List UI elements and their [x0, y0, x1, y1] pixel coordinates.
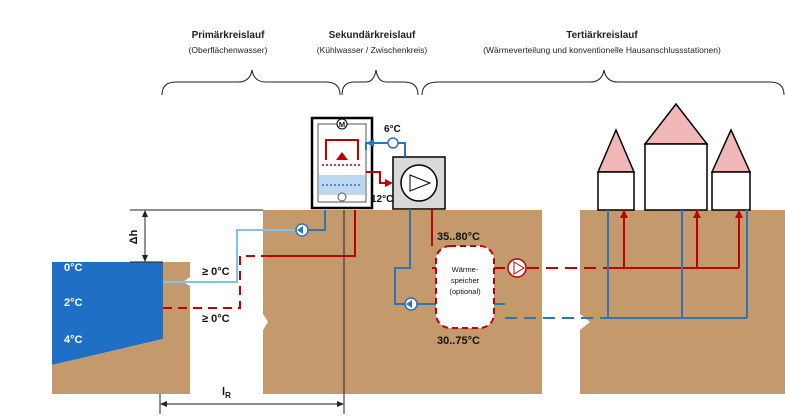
- inlet-temp: 12°C: [371, 194, 393, 205]
- secondary-cold-pipe-2: [398, 142, 406, 157]
- tertiary-brace: [421, 69, 785, 96]
- motor-icon: [336, 118, 348, 130]
- heat-exchanger-arrow-icon: [409, 174, 432, 192]
- intake-upper-temp: ≥ 0°C: [202, 266, 230, 278]
- supply-temp: 35..80°C: [437, 231, 480, 243]
- house-body: [597, 171, 635, 211]
- primary-brace: [161, 69, 341, 96]
- storage-tank: [435, 245, 495, 329]
- lake-depth-label: 0°C: [64, 262, 83, 274]
- lake-bed: [52, 339, 163, 394]
- expansion-valve-icon: [337, 192, 347, 202]
- house-left: [596, 128, 636, 211]
- secondary-hot-pipe: [366, 171, 385, 184]
- secondary-circuit-subtitle: (Kühlwasser / Zwischenkreis): [317, 45, 428, 55]
- storage-label: Wärme-: [452, 265, 479, 274]
- secondary-pump: [387, 137, 399, 149]
- height-arrow-down: [142, 255, 148, 262]
- storage-label: speicher: [451, 276, 480, 285]
- secondary-flow-arrow: [366, 139, 374, 147]
- intake-lower-temp: ≥ 0°C: [202, 313, 230, 325]
- primary-cold-pipe: [163, 229, 297, 283]
- tertiary-hot-pump-arrow: [513, 261, 525, 275]
- house-roof: [643, 102, 709, 145]
- length-label: lR: [222, 386, 231, 400]
- primary-return-pipe: [263, 210, 356, 257]
- house-supply-arrow: [620, 210, 628, 218]
- primary-pump-arrow: [297, 226, 303, 234]
- secondary-hot-arrow: [385, 179, 393, 187]
- lake-depth-label: 2°C: [64, 297, 83, 309]
- house-body: [711, 171, 751, 211]
- tertiary-circuit-title: Tertiärkreislauf: [566, 30, 638, 41]
- secondary-circuit-title: Sekundärkreislauf: [329, 30, 416, 41]
- house-supply-arrow: [735, 210, 743, 218]
- house-supply-arrow: [693, 210, 701, 218]
- house-roof: [596, 128, 636, 173]
- house-right: [710, 128, 752, 211]
- height-label: Δh: [128, 229, 140, 244]
- ground-block-2: [263, 210, 375, 394]
- house-middle: [643, 102, 709, 211]
- ground-block-1: [163, 262, 190, 394]
- lake-water: [52, 262, 163, 365]
- storage-label: (optional): [449, 287, 481, 296]
- motor-symbol: M: [339, 120, 345, 129]
- compressor-arrow-icon: [336, 152, 348, 160]
- house-roof: [710, 128, 752, 173]
- house-body: [644, 143, 708, 211]
- primary-cold-pipe-to-hp: [308, 210, 326, 231]
- secondary-brace: [341, 69, 419, 96]
- compressor-flow: [325, 139, 359, 160]
- return-temp: 30..75°C: [437, 335, 480, 347]
- primary-circuit-title: Primärkreislauf: [192, 30, 265, 41]
- outlet-temp: 6°C: [384, 124, 401, 135]
- tertiary-cold-pipe-hx: [394, 209, 411, 305]
- tertiary-cold-pump-arrow: [406, 300, 412, 308]
- primary-circuit-subtitle: (Oberflächenwasser): [189, 45, 268, 55]
- tertiary-circuit-subtitle: (Wärmeverteilung und konventionelle Haus…: [483, 45, 721, 55]
- lake-depth-label: 4°C: [64, 334, 83, 346]
- height-arrow-up: [142, 210, 148, 217]
- length-arrow-left: [160, 401, 167, 407]
- primary-return-pipe-dashed: [163, 255, 263, 309]
- length-arrow-right: [337, 401, 344, 407]
